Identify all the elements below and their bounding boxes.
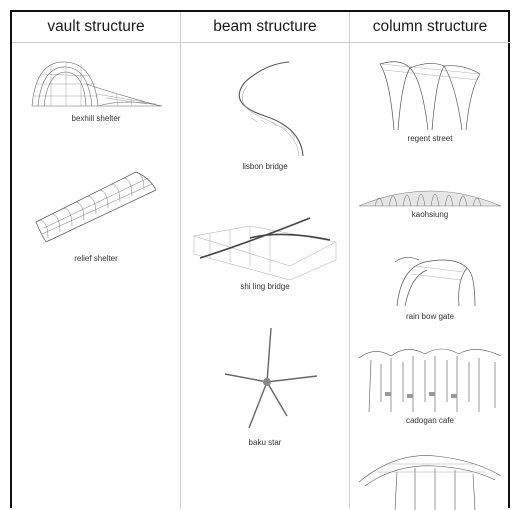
item-cadogan-cafe: cadogan cafe [350, 342, 510, 425]
beam-structure-column: beam structure lisbon bridge [180, 12, 349, 508]
bridge-icon [190, 202, 340, 280]
dome-canopy-icon [355, 172, 505, 208]
item-kaohsiung: kaohsiung [350, 172, 510, 219]
vault-mesh-icon [26, 54, 166, 112]
item-label: regent street [350, 134, 510, 143]
tree-column-icon [370, 50, 490, 132]
item-lisbon-bridge: lisbon bridge [181, 52, 349, 171]
item-label: shi ling bridge [181, 282, 349, 291]
column-header-column: column structure [350, 12, 510, 43]
column-forest-icon [355, 342, 505, 414]
item-bexhill-shelter: bexhill shelter [12, 54, 180, 123]
column-header-vault: vault structure [12, 12, 180, 43]
item-rain-bow-gate: rain bow gate [350, 248, 510, 321]
vault-ribs-icon [26, 162, 166, 252]
item-label: bexhill shelter [12, 114, 180, 123]
curved-beam-icon [205, 52, 325, 162]
item-label: lisbon bridge [181, 162, 349, 171]
item-shi-ling-bridge: shi ling bridge [181, 202, 349, 291]
canopy-columns-icon [355, 446, 505, 510]
item-relief-shelter: relief shelter [12, 162, 180, 263]
item-label: baku star [181, 438, 349, 447]
column-structure-column: column structure regent street [349, 12, 510, 508]
item-label: rain bow gate [350, 312, 510, 321]
item-canopy-columns [350, 446, 510, 510]
star-beam-icon [205, 324, 325, 436]
column-header-beam: beam structure [181, 12, 349, 43]
item-label: cadogan cafe [350, 416, 510, 425]
arch-gate-icon [375, 248, 485, 310]
vault-structure-column: vault structure b [12, 12, 180, 508]
item-label: relief shelter [12, 254, 180, 263]
item-baku-star: baku star [181, 324, 349, 447]
structure-catalog-table: vault structure b [10, 10, 510, 508]
item-regent-street: regent street [350, 50, 510, 143]
item-label: kaohsiung [350, 210, 510, 219]
